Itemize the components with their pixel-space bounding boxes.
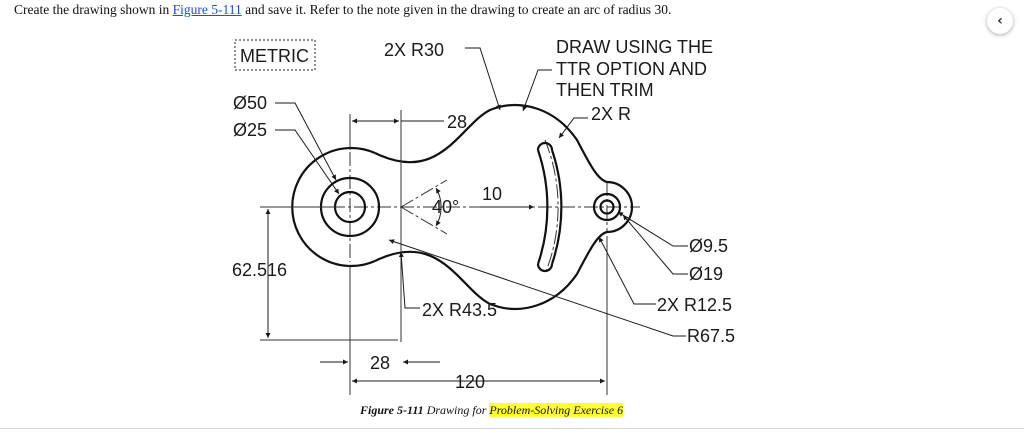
metric-label: METRIC <box>240 46 309 66</box>
caption-figure-number: Figure 5-111 <box>360 403 424 417</box>
extension-lines <box>260 110 608 395</box>
hole-9-5 <box>599 199 615 215</box>
dim-28-bottom: 28 <box>370 353 390 373</box>
label-d50: Ø50 <box>233 93 267 113</box>
dimension-lines <box>265 118 605 384</box>
hole-19 <box>592 192 622 222</box>
instruction-text: Create the drawing shown in Figure 5-111… <box>14 2 671 18</box>
chevron-left-icon: ‹ <box>997 13 1003 29</box>
figure-link[interactable]: Figure 5-111 <box>172 2 242 17</box>
note-line-3: THEN TRIM <box>556 80 654 100</box>
label-d25: Ø25 <box>233 120 267 140</box>
label-d9-5: Ø9.5 <box>689 236 728 256</box>
dim-120: 120 <box>455 372 485 392</box>
label-2x-r30: 2X R30 <box>384 40 444 60</box>
instruction-before: Create the drawing shown in <box>14 2 173 17</box>
caption-text: Drawing for <box>423 403 490 417</box>
figure-caption: Figure 5-111 Drawing for Problem-Solving… <box>360 403 624 418</box>
caption-highlight-link[interactable]: Problem-Solving Exercise 6 <box>489 403 624 417</box>
dim-angle-40: 40° <box>432 197 459 217</box>
dim-28-top: 28 <box>447 112 467 132</box>
note-line-2: TTR OPTION AND <box>556 59 707 79</box>
label-r67-5: R67.5 <box>687 326 735 346</box>
dim-10: 10 <box>482 184 502 204</box>
leader-lines <box>275 47 688 337</box>
label-2x-r: 2X R <box>591 104 631 124</box>
label-2x-r43-5: 2X R43.5 <box>422 300 497 320</box>
back-button[interactable]: ‹ <box>987 8 1013 34</box>
label-d19: Ø19 <box>689 264 723 284</box>
dim-62-516: 62.516 <box>232 260 287 280</box>
technical-drawing: METRIC <box>232 37 735 395</box>
metric-box <box>234 39 316 71</box>
slot <box>536 141 563 273</box>
instruction-after: and save it. Refer to the note given in … <box>241 2 672 17</box>
note-line-1: DRAW USING THE <box>556 37 713 57</box>
label-2x-r12-5: 2X R12.5 <box>657 295 732 315</box>
bottom-divider <box>0 428 1024 429</box>
